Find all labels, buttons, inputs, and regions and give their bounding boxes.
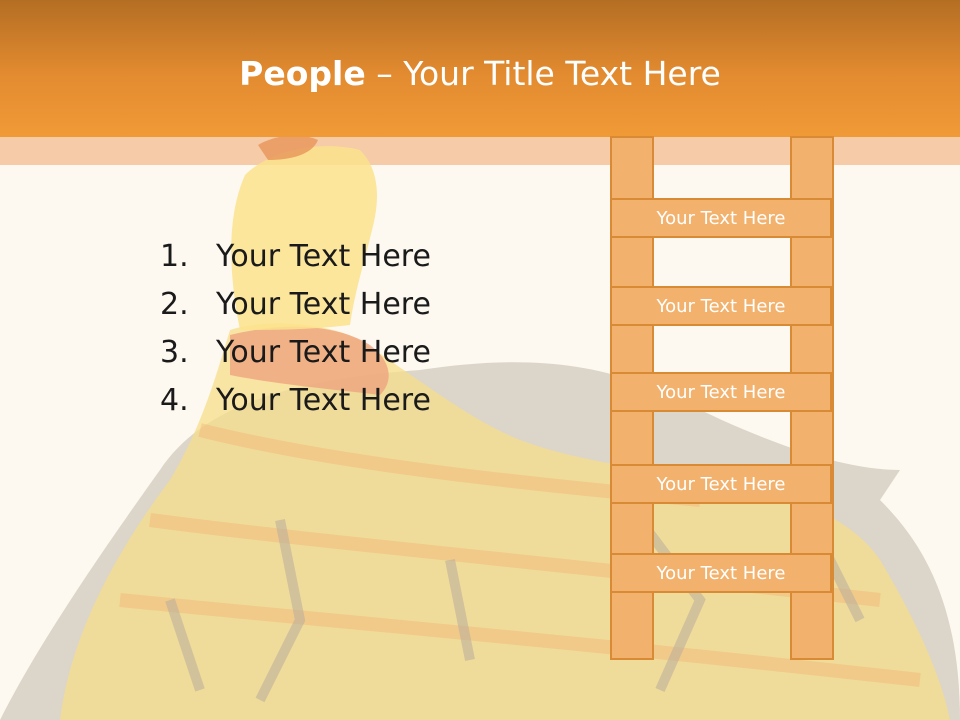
list-item-text: Your Text Here [216, 382, 431, 418]
list-item-number: 4. [160, 382, 189, 418]
ladder-rung-5: Your Text Here [610, 553, 832, 593]
list-item-number: 2. [160, 286, 189, 322]
list-item-text: Your Text Here [216, 286, 431, 322]
slide-title: People – Your Title Text Here [0, 54, 960, 93]
list-item: 4. Your Text Here [160, 376, 431, 424]
ladder-rung-1: Your Text Here [610, 198, 832, 238]
list-item: 3. Your Text Here [160, 328, 431, 376]
list-item: 1. Your Text Here [160, 232, 431, 280]
ladder-graphic: Your Text Here Your Text Here Your Text … [610, 136, 834, 660]
list-item-text: Your Text Here [216, 334, 431, 370]
ladder-rung-4: Your Text Here [610, 464, 832, 504]
ladder-rung-3: Your Text Here [610, 372, 832, 412]
numbered-list: 1. Your Text Here 2. Your Text Here 3. Y… [160, 232, 431, 424]
title-rest-text: – Your Title Text Here [365, 54, 721, 93]
list-item-number: 1. [160, 238, 189, 274]
list-item-text: Your Text Here [216, 238, 431, 274]
woman-in-gown-illustration [0, 137, 960, 720]
title-header-bar [0, 0, 960, 137]
ladder-rung-2: Your Text Here [610, 286, 832, 326]
title-bold-word: People [239, 54, 366, 93]
list-item-number: 3. [160, 334, 189, 370]
list-item: 2. Your Text Here [160, 280, 431, 328]
